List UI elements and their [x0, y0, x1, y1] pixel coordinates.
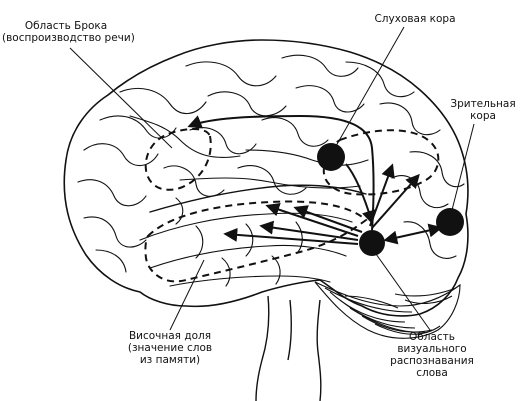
arrow-vwfa-to-frontal — [293, 205, 363, 233]
arrow-vwfa-to-temporal-1 — [265, 202, 359, 237]
label-temporal-lobe: Височная доля (значение слов из памяти) — [127, 330, 213, 366]
temporal-region-outline — [144, 200, 368, 283]
visual-cortex-dot — [436, 208, 464, 236]
leader-vwfa — [375, 253, 431, 331]
leader-visual — [451, 123, 475, 211]
leader-auditory — [335, 26, 405, 147]
arrow-vwfa-to-parietal-2 — [371, 173, 420, 229]
arrow-vwfa-to-temporal-3 — [223, 227, 359, 245]
region-dots — [317, 143, 464, 256]
brain-folds — [77, 54, 465, 287]
cerebellum — [314, 281, 461, 339]
arrow-vwfa-to-temporal-2 — [259, 220, 359, 241]
label-visual-word-form-area: Область визуального распознавания слова — [390, 331, 474, 379]
arrow-visual-to-vwfa-bidir — [383, 223, 443, 245]
brain-outline — [63, 39, 469, 317]
broca-region-outline — [144, 128, 212, 191]
leader-lines — [69, 26, 475, 331]
arrow-vwfa-to-parietal-1 — [369, 163, 395, 227]
vwfa-dot — [359, 230, 385, 256]
label-broca-area: Область Брока (воспроизводство речи) — [2, 20, 135, 44]
dashed-regions — [144, 128, 440, 283]
leader-broca — [69, 47, 173, 149]
auditory-cortex-dot — [317, 143, 345, 171]
arrow-auditory-to-vwfa — [345, 163, 376, 225]
brain-stem — [255, 295, 322, 401]
arrow-vwfa-to-broca — [187, 114, 375, 231]
label-visual-cortex: Зрительная кора — [450, 98, 516, 122]
pathway-arrows — [187, 114, 443, 245]
label-auditory-cortex: Слуховая кора — [374, 13, 456, 25]
leader-temporal — [169, 259, 205, 331]
